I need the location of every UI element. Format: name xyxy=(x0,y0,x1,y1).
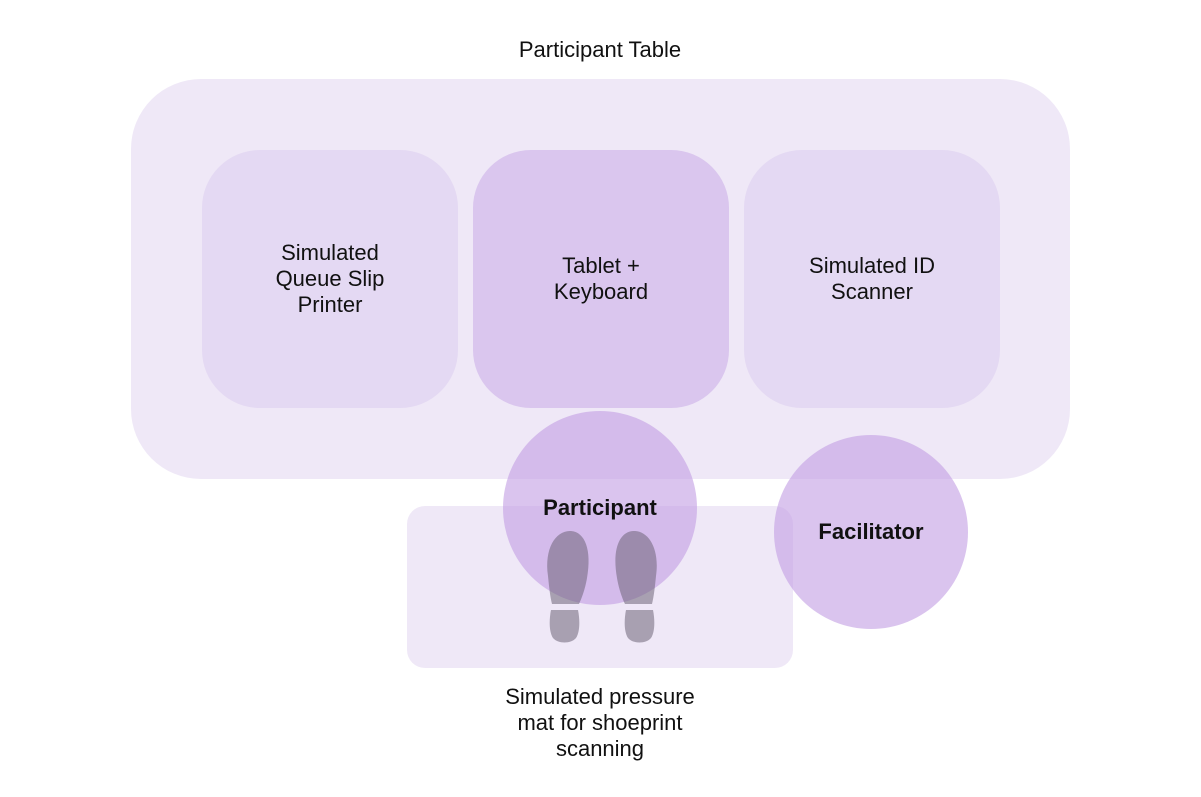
right-foot-sole xyxy=(615,530,657,604)
station-tablet-keyboard: Tablet + Keyboard xyxy=(473,150,729,408)
left-foot-heel xyxy=(549,610,580,643)
participant-label: Participant xyxy=(543,495,657,520)
station-label-printer: Simulated Queue Slip Printer xyxy=(275,240,385,317)
station-id-scanner: Simulated ID Scanner xyxy=(744,150,1000,408)
participant-circle: Participant xyxy=(503,411,697,605)
left-foot-sole xyxy=(547,530,589,604)
station-queue-slip-printer: Simulated Queue Slip Printer xyxy=(202,150,458,408)
facilitator-label: Facilitator xyxy=(818,519,924,544)
right-foot-heel xyxy=(624,610,655,643)
table-title: Participant Table xyxy=(518,37,682,62)
footprints-icon xyxy=(547,530,657,643)
station-label-scanner: Simulated ID Scanner xyxy=(809,253,935,304)
facilitator-circle: Facilitator xyxy=(774,435,968,629)
pressure-mat-caption: Simulated pressure mat for shoeprint sca… xyxy=(505,684,695,761)
station-label-tablet: Tablet + Keyboard xyxy=(553,253,649,304)
